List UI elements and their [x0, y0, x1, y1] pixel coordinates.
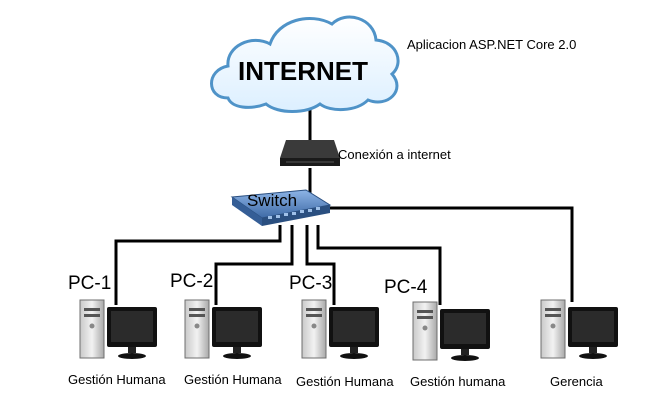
router-icon [280, 140, 340, 166]
monitor-screen [216, 311, 258, 342]
monitor-screen [111, 311, 153, 342]
power-button-icon [550, 323, 556, 329]
computer-icon [540, 299, 618, 359]
drive-bay [417, 316, 433, 319]
power-button-icon [89, 323, 95, 329]
pc-department-label: Gestión Humana [296, 374, 394, 389]
monitor-base [579, 353, 607, 359]
monitor-stand [233, 347, 241, 353]
monitor-screen [572, 311, 614, 342]
cable-gerencia [322, 206, 574, 302]
pc-department-label: Gestión Humana [68, 372, 166, 387]
monitor-base [340, 353, 368, 359]
network-cables [114, 105, 574, 305]
power-button-icon [194, 323, 200, 329]
computer-icon [412, 301, 490, 361]
switch-label: Switch [247, 191, 297, 210]
pc-department-label: Gestión humana [410, 374, 506, 389]
monitor-screen [333, 311, 375, 342]
monitor-stand [128, 347, 136, 353]
drive-bay [545, 308, 561, 311]
drive-bay [189, 314, 205, 317]
cable-pc4 [316, 225, 442, 305]
switch-icon: Switch [230, 189, 332, 226]
monitor-stand [350, 347, 358, 353]
monitor-base [451, 355, 479, 361]
monitor-base [223, 353, 251, 359]
internet-cloud: INTERNET [210, 15, 400, 113]
drive-bay [84, 314, 100, 317]
pc-name-label: PC-1 [68, 273, 112, 294]
monitor-base [118, 353, 146, 359]
cable-pc3 [305, 225, 336, 305]
monitor-stand [589, 347, 597, 353]
cable-pc2 [214, 225, 294, 305]
pc-department-label: Gerencia [550, 374, 603, 389]
power-button-icon [422, 325, 428, 331]
computer-icon [79, 299, 157, 359]
monitor-stand [461, 349, 469, 355]
computer-icon [184, 299, 262, 359]
monitor-screen [444, 313, 486, 344]
pc-name-label: PC-3 [289, 273, 333, 294]
drive-bay [189, 308, 205, 311]
drive-bay [306, 308, 322, 311]
computer-icon [301, 299, 379, 359]
drive-bay [417, 310, 433, 313]
pc-name-label: PC-4 [384, 277, 428, 298]
drive-bay [545, 314, 561, 317]
pc-name-label: PC-2 [170, 271, 214, 292]
internet-label: INTERNET [238, 56, 368, 86]
connection-label: Conexión a internet [338, 147, 451, 162]
drive-bay [84, 308, 100, 311]
drive-bay [306, 314, 322, 317]
computers [79, 299, 618, 361]
cable-pc1 [114, 225, 282, 305]
pc-department-label: Gestión Humana [184, 372, 282, 387]
power-button-icon [311, 323, 317, 329]
app-title: Aplicacion ASP.NET Core 2.0 [407, 37, 577, 52]
